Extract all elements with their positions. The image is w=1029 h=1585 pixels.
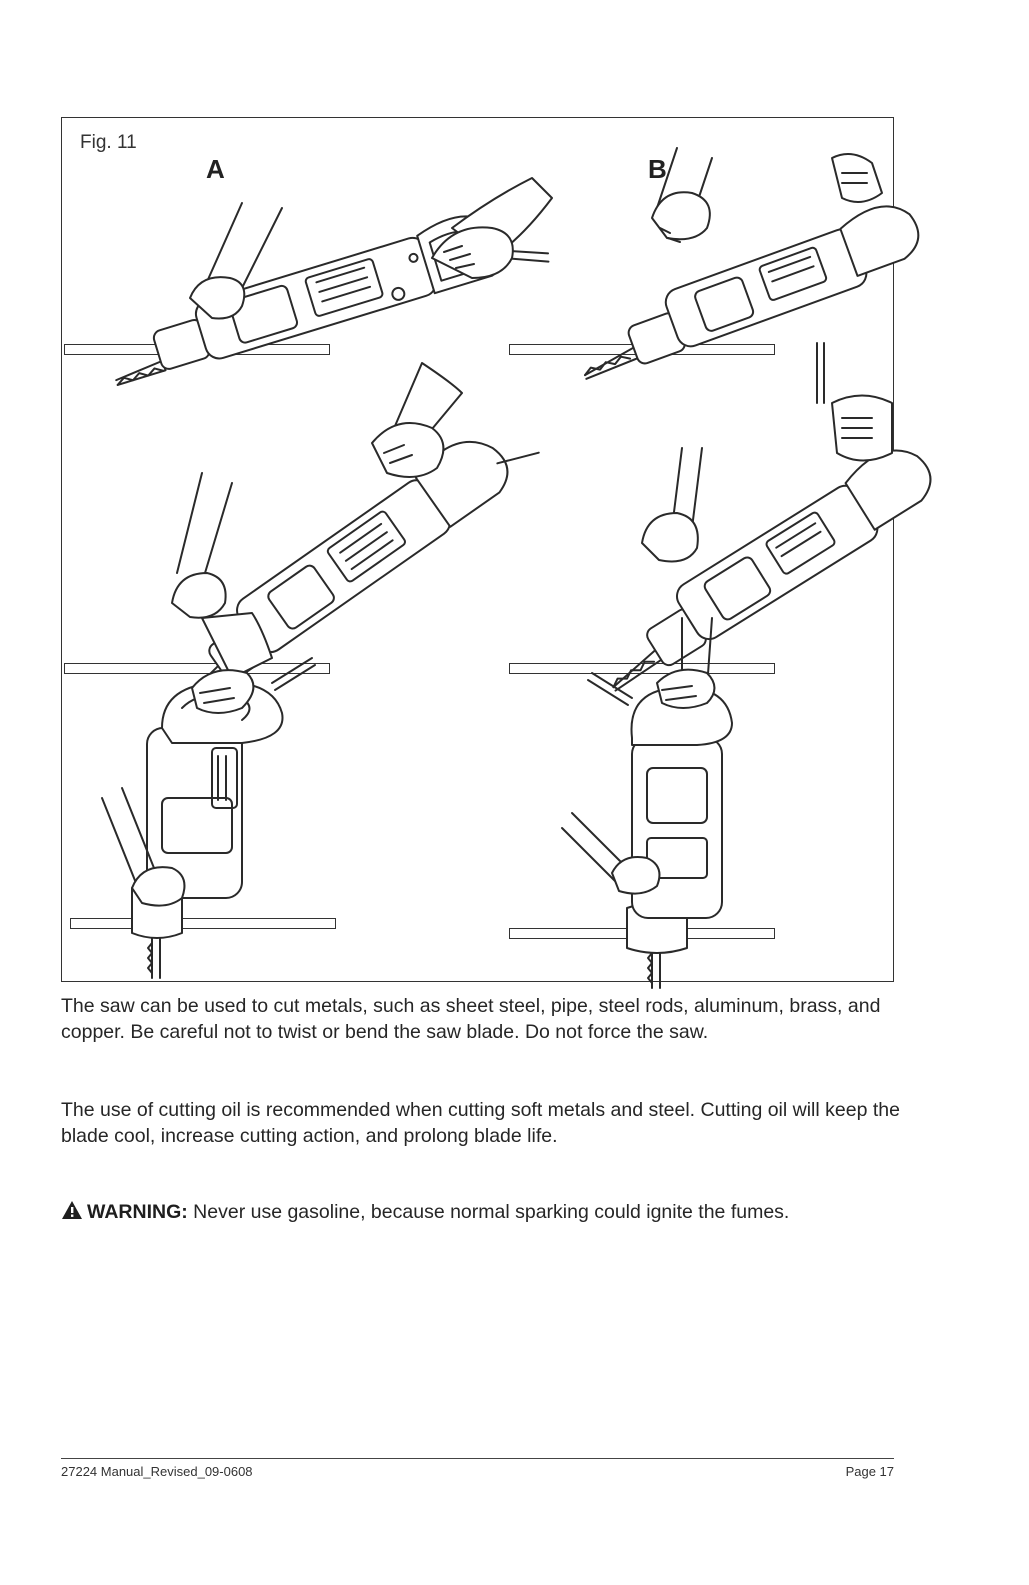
saw-illustration-b3: [561, 617, 733, 989]
panel-label-b: B: [648, 154, 667, 184]
saw-illustration-a1: [115, 177, 553, 386]
warning-paragraph: WARNING: Never use gasoline, because nor…: [61, 1200, 901, 1226]
saw-illustration-b2: [612, 342, 932, 692]
figure-11: Fig. 11 A B: [61, 117, 932, 989]
workpiece-board-a2: [64, 663, 330, 674]
workpiece-board-a3: [70, 918, 336, 929]
warning-text: Never use gasoline, because normal spark…: [187, 1201, 790, 1223]
footer-page-number: Page 17: [845, 1464, 894, 1479]
warning-triangle-icon: [62, 1201, 82, 1219]
figure-label: Fig. 11: [80, 132, 137, 153]
warning-label: WARNING:: [87, 1201, 188, 1223]
saw-illustration-b1: [583, 147, 920, 380]
paragraph-metals: The saw can be used to cut metals, such …: [61, 995, 881, 1043]
paragraph-cutting-oil: The use of cutting oil is recommended wh…: [61, 1099, 900, 1147]
panel-label-a: A: [206, 154, 225, 184]
footer-doc-id: 27224 Manual_Revised_09-0608: [61, 1464, 253, 1479]
saw-illustration-a2: [171, 362, 540, 710]
saw-illustration-a3: [101, 612, 316, 979]
footer-divider: [61, 1458, 894, 1459]
